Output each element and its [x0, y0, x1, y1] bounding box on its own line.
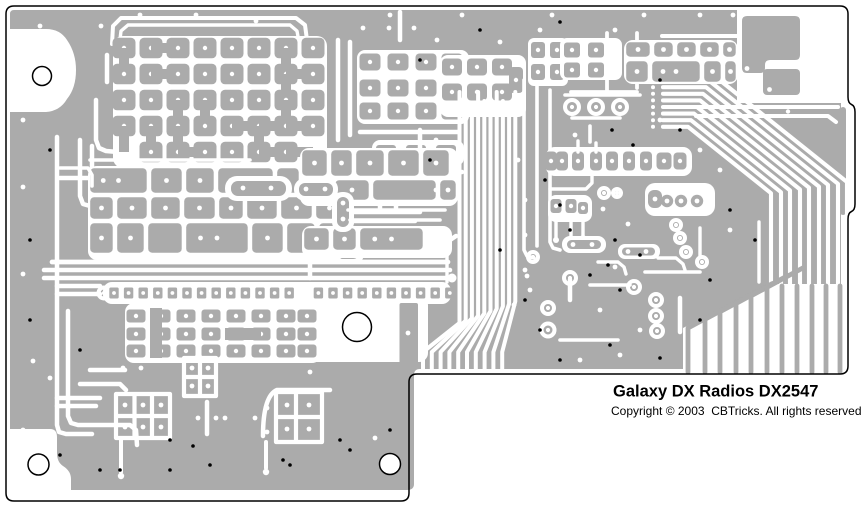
svg-text:Galaxy DX Radios DX2547: Galaxy DX Radios DX2547: [613, 383, 818, 401]
svg-text:Copyright © 2003 CBTricks. Al: Copyright © 2003 CBTricks. All rights re…: [611, 404, 862, 418]
